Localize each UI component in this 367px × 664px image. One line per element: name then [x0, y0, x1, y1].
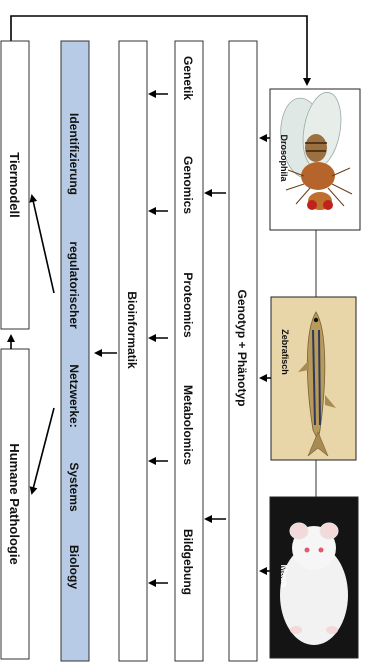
to-pathologie-arrow: [32, 408, 54, 493]
genotyp-label: Genotyp + Phänotyp: [235, 289, 249, 406]
omics-bildgebung: Bildgebung: [181, 529, 195, 595]
zebrafisch-photo: Zebrafisch: [271, 297, 356, 460]
maus-photo: Maus: [270, 497, 358, 658]
to-tiermodell-arrow: [32, 196, 54, 293]
drosophila-photo: Drosophila: [270, 89, 360, 230]
bioinformatik-label: Bioinformatik: [125, 291, 139, 369]
zebrafisch-label: Zebrafisch: [280, 329, 290, 375]
identifizierung-word-3: Netzwerke:: [67, 364, 81, 427]
omics-genetik: Genetik: [181, 56, 195, 100]
identifizierung-word-1: Identifizierung: [67, 113, 81, 195]
identifizierung-word-2: regulatorischer: [67, 241, 81, 329]
identifizierung-word-4: Systems: [67, 462, 81, 512]
omics-genomics: Genomics: [181, 156, 195, 214]
feedback-connector: [11, 16, 307, 84]
drosophila-label: Drosophila: [279, 134, 289, 182]
omics-proteomics: Proteomics: [181, 272, 195, 338]
maus-label: Maus: [279, 564, 289, 587]
tiermodell-label: Tiermodell: [7, 152, 22, 218]
humane-pathologie-label: Humane Pathologie: [7, 443, 22, 564]
omics-metabolomics: Metabolomics: [181, 385, 195, 465]
identifizierung-word-5: Biology: [67, 545, 81, 589]
